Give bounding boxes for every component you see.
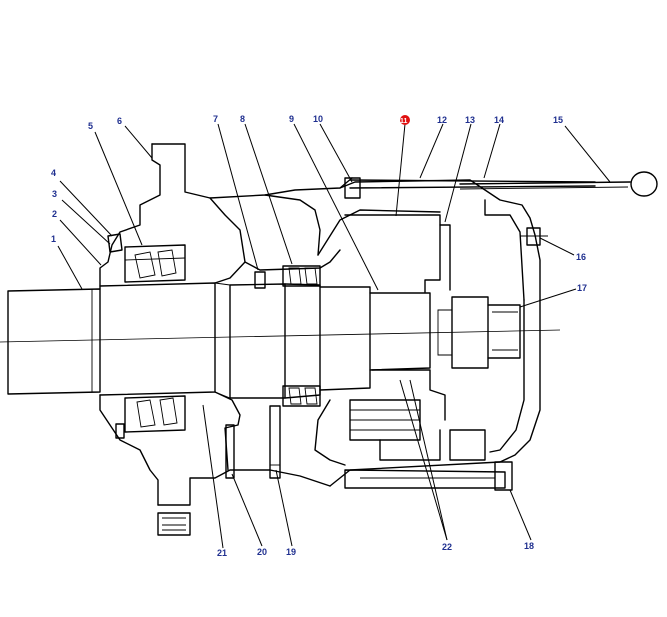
callout-2: 2: [52, 209, 57, 219]
callout-22: 22: [442, 542, 452, 552]
callout-20: 20: [257, 547, 267, 557]
tie-rod-upper: [344, 177, 596, 199]
planetary-gear: [344, 214, 486, 461]
callout-11-marker: 11: [400, 115, 410, 125]
input-shaft: [7, 288, 101, 395]
dipstick: [459, 171, 658, 197]
front-bearing-upper: [124, 244, 186, 283]
callout-4: 4: [51, 168, 56, 178]
callout-7: 7: [213, 114, 218, 124]
dowel-pins: [225, 405, 281, 479]
callout-9: 9: [289, 114, 294, 124]
callout-18: 18: [524, 541, 534, 551]
tie-rod-lower: [344, 461, 513, 491]
main-shaft: [99, 282, 431, 399]
callout-11: 11: [400, 118, 408, 125]
center-bearing-lower: [282, 385, 321, 407]
callout-5: 5: [88, 121, 93, 131]
front-bearing-lower: [124, 395, 186, 433]
spacer-ring: [254, 271, 266, 289]
callout-14: 14: [494, 115, 504, 125]
callout-16: 16: [576, 252, 586, 262]
bolt-16: [520, 227, 548, 246]
callout-15: 15: [553, 115, 563, 125]
callout-13: 13: [465, 115, 475, 125]
front-housing: [99, 143, 353, 536]
output-hub: [437, 296, 521, 369]
callout-6: 6: [117, 116, 122, 126]
callout-3: 3: [52, 189, 57, 199]
callout-10: 10: [313, 114, 323, 124]
center-bearing-upper: [282, 265, 321, 287]
callout-17: 17: [577, 283, 587, 293]
callout-labels: 1 2 3 4 5 6 7 8 9 10 11 12 13 14 15 16 1…: [51, 114, 587, 558]
callout-21: 21: [217, 548, 227, 558]
callout-12: 12: [437, 115, 447, 125]
center-axis-line: [0, 329, 561, 343]
callout-8: 8: [240, 114, 245, 124]
leader-lines: [57, 123, 611, 549]
front-seal: [107, 233, 125, 439]
callout-19: 19: [286, 547, 296, 557]
callout-1: 1: [51, 234, 56, 244]
